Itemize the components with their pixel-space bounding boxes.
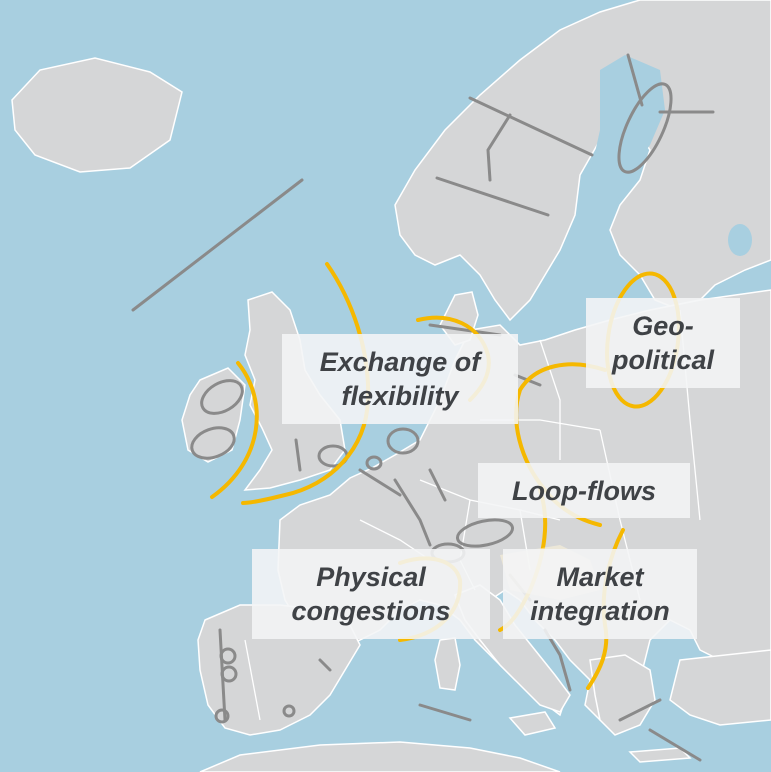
ring-benelux-2 xyxy=(386,427,420,455)
label-market-line1: Market xyxy=(556,562,644,592)
link-uk-france xyxy=(294,438,302,472)
link-spain-2 xyxy=(318,658,332,672)
ring-bothnia xyxy=(617,82,673,174)
link-france-1 xyxy=(428,468,447,502)
label-geo-line2: political xyxy=(611,345,714,375)
label-exchange-line1: Exchange of xyxy=(319,347,481,377)
link-mediterranean xyxy=(418,703,472,722)
label-market-line2: integration xyxy=(530,596,670,626)
curve-north-sea xyxy=(241,262,371,505)
label-market-integration: Market integration xyxy=(503,549,697,639)
iceland xyxy=(11,57,183,173)
congestion-rings xyxy=(190,82,673,724)
link-norway-sweden-2 xyxy=(435,176,550,217)
label-geo-line1: Geo- xyxy=(632,311,694,341)
ring-spain-1 xyxy=(219,647,237,665)
sardinia xyxy=(434,637,461,691)
sicily xyxy=(508,711,557,736)
link-skagerrak xyxy=(428,323,502,337)
crete xyxy=(628,747,692,763)
ring-spain-2 xyxy=(220,665,238,683)
greece xyxy=(589,654,656,736)
turkey xyxy=(669,649,771,726)
link-norway-sweden-1 xyxy=(468,96,594,157)
ring-spain-3 xyxy=(214,708,230,724)
scandinavia xyxy=(394,0,771,322)
link-balkan xyxy=(648,728,702,762)
label-geo-political: Geo- political xyxy=(586,298,740,388)
label-exchange-of-flexibility: Exchange of flexibility xyxy=(282,334,518,424)
ring-ireland-south xyxy=(190,426,236,460)
north-africa xyxy=(199,741,561,772)
ring-alps xyxy=(455,518,515,548)
label-loop-line1: Loop-flows xyxy=(512,475,656,506)
link-north xyxy=(486,113,512,182)
link-scandinavia-north xyxy=(626,53,644,107)
ring-benelux-1 xyxy=(365,455,383,471)
curve-irish-sea xyxy=(210,361,259,499)
label-physical-congestions: Physical congestions xyxy=(252,549,490,639)
label-exchange-line2: flexibility xyxy=(341,381,459,411)
lake-ladoga xyxy=(728,224,752,256)
link-greece xyxy=(618,698,662,722)
label-physical-line2: congestions xyxy=(291,596,451,626)
label-physical-line1: Physical xyxy=(316,562,426,592)
link-iceland-uk xyxy=(131,178,304,312)
label-loop-flows: Loop-flows xyxy=(478,463,690,518)
ring-spain-4 xyxy=(282,704,296,718)
ring-ireland-north xyxy=(200,379,244,415)
link-benelux xyxy=(358,468,402,497)
link-france-2 xyxy=(393,478,432,547)
gulf-of-bothnia xyxy=(580,55,665,250)
